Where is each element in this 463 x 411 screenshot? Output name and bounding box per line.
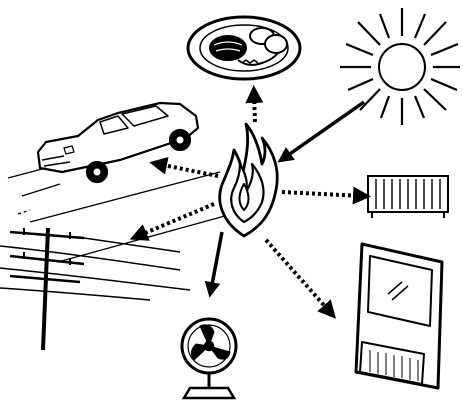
arrow-fire-to-fan [211, 232, 222, 290]
television-icon [356, 244, 442, 388]
arrow-fire-to-car [158, 164, 218, 176]
arrow-fire-to-heater [282, 192, 362, 196]
arrow-fire-to-tv [266, 240, 330, 312]
car-icon [38, 103, 198, 182]
electric-fan-icon [182, 319, 236, 398]
road-lines [8, 168, 232, 262]
radiator-heater-icon [368, 176, 448, 218]
arrow-sun-to-fire [284, 102, 364, 158]
fire-icon [220, 124, 277, 236]
power-lines-icon [0, 228, 190, 350]
plate-of-food-icon [188, 17, 300, 79]
arrow-fire-to-food [254, 94, 255, 122]
arrow-fire-to-power-lines [138, 204, 214, 236]
